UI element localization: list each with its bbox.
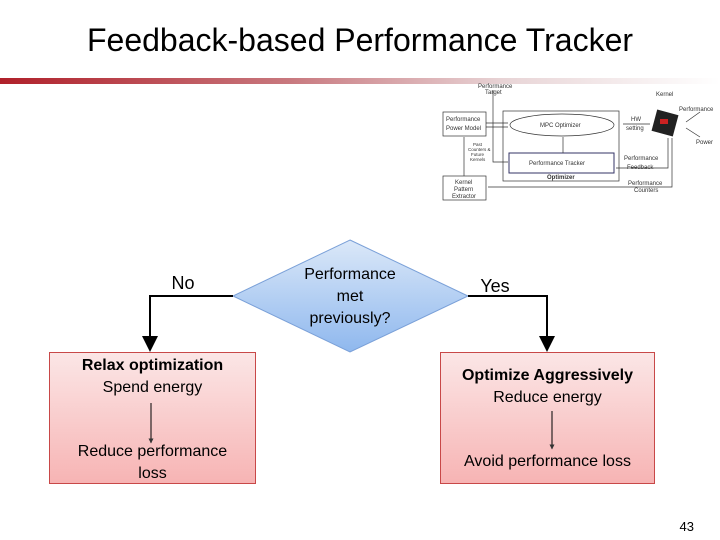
mini-label: MPC Optimizer [540,123,581,129]
title-underline [0,78,720,84]
box-result: Avoid performance loss [464,453,631,470]
mini-label: Performance Tracker [529,161,585,167]
mini-label: Power [696,140,713,146]
box-result: Reduce performance loss [50,441,255,485]
no-label: No [171,273,195,293]
power-model-box [442,111,487,137]
mpc-optimizer-ellipse [509,113,615,137]
mini-label: Pattern [454,187,473,193]
decision-text: Performance met previously? [280,264,420,330]
box-subtitle: Spend energy [102,379,203,396]
decision-diamond [231,239,470,353]
mini-label: Kernels [470,157,486,162]
mini-label: Performance [624,156,659,162]
box-subtitle: Reduce energy [493,389,602,406]
yes-label: Yes [480,276,510,296]
result-line: Reduce performance [77,443,228,460]
mini-label: Performance [478,84,513,90]
relax-optimization-box: Relax optimization Spend energy Reduce p… [49,352,256,484]
mini-label: Counters [634,188,658,194]
down-arrow [148,403,154,444]
chip-logo [660,119,668,124]
yes-branch-arrow [468,295,555,352]
mini-label: Kernel [455,180,472,186]
mini-label: Feedback [627,165,654,171]
mini-label: Extractor [452,194,476,200]
mini-label: Counters & [468,147,491,152]
mini-label: Optimizer [547,175,575,181]
mini-label: HW [631,117,641,123]
mini-label: Target [485,90,502,96]
mini-label: Performance [679,107,714,113]
box-title: Relax optimization [81,357,224,374]
slide-title: Feedback-based Performance Tracker [86,22,634,58]
mini-label: Future [471,152,485,157]
optimize-aggressively-box: Optimize Aggressively Reduce energy Avoi… [440,352,655,484]
decision-line: Performance [304,266,396,283]
performance-tracker-box [508,152,615,174]
kernel-extractor-box [442,175,487,201]
decision-line: previously? [309,310,391,327]
box-title: Optimize Aggressively [461,367,634,384]
mini-label: Power Model [446,126,481,132]
no-branch-arrow [142,295,233,352]
mini-label: Performance [446,117,481,123]
mini-label: setting [626,126,644,132]
mini-label: Performance [628,181,663,187]
page-number: 43 [679,519,694,534]
decision-line: met [336,288,364,305]
mini-label: Kernel [656,92,673,98]
result-line: loss [138,465,167,482]
mini-label: Past [473,142,483,147]
down-arrow [549,411,555,450]
